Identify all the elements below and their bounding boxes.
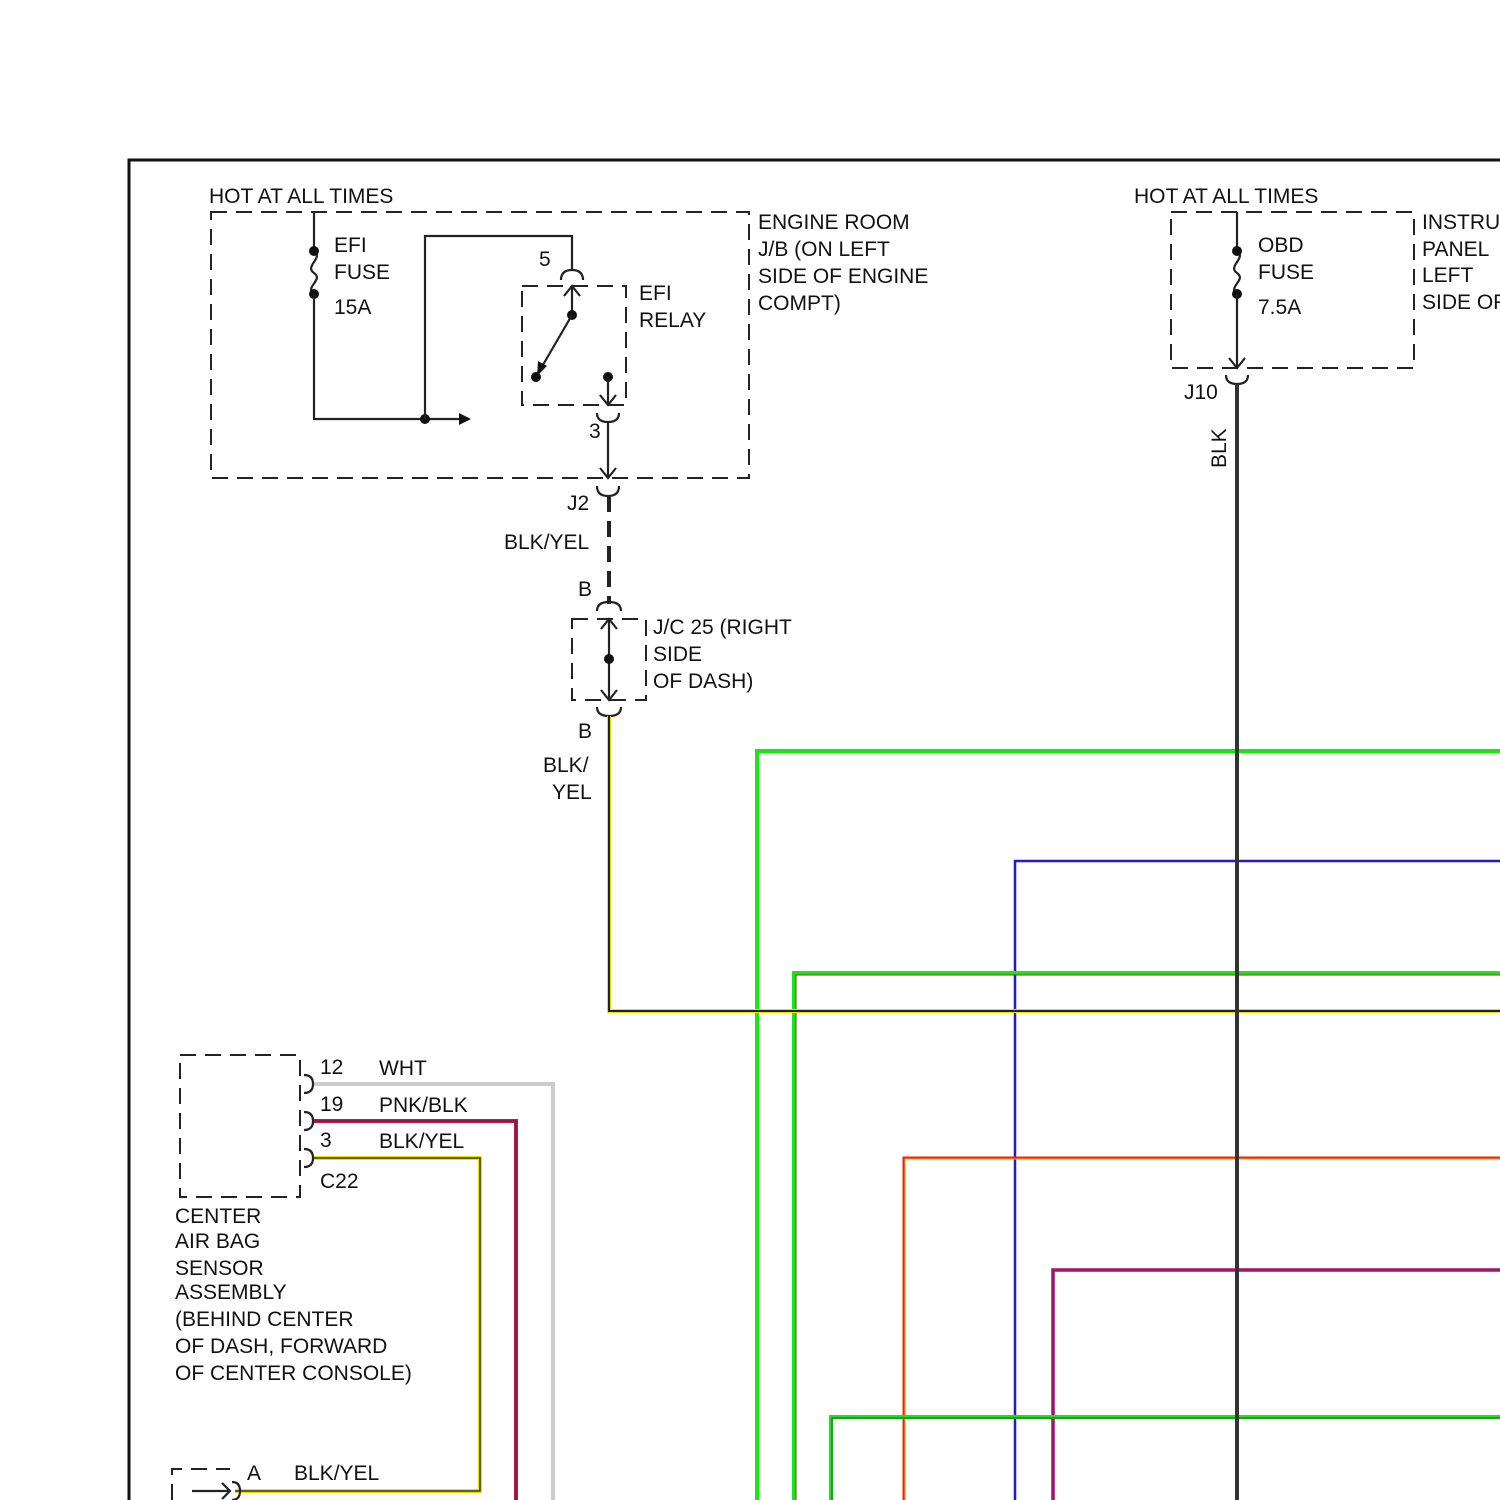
sensor-title-line-7: OF CENTER CONSOLE): [175, 1362, 412, 1385]
green-wire-1: [757, 751, 1500, 1500]
pin-19-wire-color: PNK/BLK: [379, 1094, 468, 1117]
purple-wire: [1053, 1270, 1500, 1500]
relay-out-arrow-icon: [600, 377, 616, 405]
efi-relay-label-line-1: EFI: [639, 282, 672, 305]
blk-yel-wire-tracer: [609, 716, 1500, 1011]
ip-title-line-4: SIDE OF: [1422, 291, 1500, 314]
blue-wire: [1015, 861, 1500, 1500]
efi-fuse-rating: 15A: [334, 296, 371, 319]
bottom-connector-pin: A: [247, 1462, 261, 1485]
jc-pin-out-label: B: [578, 720, 592, 743]
j2-terminal-icon: [597, 486, 619, 496]
efi-fuse-icon: [309, 212, 319, 299]
engine-room-title-line-2: J/B (ON LEFT: [758, 238, 890, 261]
harness-wires: [235, 384, 1500, 1500]
blk-yel-wire: [609, 716, 1500, 1011]
j2-wire-color-label: BLK/YEL: [504, 531, 589, 554]
j10-connector-label: J10: [1184, 381, 1218, 404]
bottom-connector: A BLK/YEL: [172, 1462, 379, 1500]
jc-title-line-1: J/C 25 (RIGHT: [653, 616, 792, 639]
sensor-title-line-4: ASSEMBLY: [175, 1281, 287, 1304]
junction-connector-25: B J/C 25 (RIGHT SIDE OF DASH) B: [572, 578, 792, 743]
instrument-panel-junction-block: HOT AT ALL TIMES INSTRU PANEL LEFT SIDE …: [1134, 185, 1500, 404]
pin-3-wire-color: BLK/YEL: [379, 1130, 464, 1153]
ip-title-line-2: PANEL: [1422, 238, 1489, 261]
obd-fuse-icon: [1229, 212, 1245, 368]
efi-fuse-label-line-1: EFI: [334, 234, 367, 257]
red-wire: [904, 1158, 1500, 1500]
engine-room-junction-block: HOT AT ALL TIMES ENGINE ROOM J/B (ON LEF…: [209, 185, 928, 515]
relay-pin-3: 3: [589, 420, 601, 443]
ip-title-line-1: INSTRU: [1422, 211, 1500, 234]
j10-terminal-icon: [1226, 375, 1248, 384]
green-wire-3-tracer: [832, 1418, 1500, 1500]
arrow-right-icon: [459, 413, 471, 425]
sensor-title-line-1: CENTER: [175, 1205, 261, 1228]
pin-12-terminal-icon: [304, 1075, 313, 1093]
j10-wire-color-label: BLK: [1208, 428, 1231, 468]
sensor-title-line-2: AIR BAG: [175, 1230, 260, 1253]
j2-connector-label: J2: [567, 492, 589, 515]
jc-out-wire-label-line-1: BLK/: [543, 754, 589, 777]
obd-fuse-label-line-1: OBD: [1258, 234, 1304, 257]
sensor-box-outline: [180, 1055, 300, 1197]
jc-out-wire-label-line-2: YEL: [552, 781, 592, 804]
c22-connector-label: C22: [320, 1170, 359, 1193]
pin-12-number: 12: [320, 1056, 343, 1079]
green-wire-2: [794, 973, 1500, 1500]
sensor-title-line-6: OF DASH, FORWARD: [175, 1335, 387, 1358]
jc-out-terminal-icon: [597, 707, 621, 716]
relay-switch-contact: [540, 315, 572, 370]
obd-fuse-rating: 7.5A: [1258, 296, 1301, 319]
pin-3-terminal-icon: [304, 1149, 313, 1167]
obd-fuse-label-line-2: FUSE: [1258, 261, 1314, 284]
engine-room-title-line-3: SIDE OF ENGINE: [758, 265, 928, 288]
jc-title-line-2: SIDE: [653, 643, 702, 666]
relay-pin-5: 5: [539, 248, 551, 271]
center-air-bag-sensor: 12 WHT 19 PNK/BLK 3 BLK/YEL C22 CENTER A…: [175, 1055, 468, 1385]
efi-fuse-label-line-2: FUSE: [334, 261, 390, 284]
pin-12-wire-color: WHT: [379, 1057, 427, 1080]
efi-relay-label-line-2: RELAY: [639, 309, 706, 332]
relay-pin-5-terminal-icon: [561, 270, 583, 280]
sensor-title-line-3: SENSOR: [175, 1257, 264, 1280]
engine-hot-label: HOT AT ALL TIMES: [209, 185, 393, 208]
diagram-frame: [129, 160, 1500, 1500]
green-wire-3: [831, 1417, 1500, 1500]
pin-19-terminal-icon: [304, 1112, 313, 1130]
pin-19-number: 19: [320, 1093, 343, 1116]
j2-feed-arrow-icon: [600, 422, 616, 478]
ip-hot-label: HOT AT ALL TIMES: [1134, 185, 1318, 208]
jc-pin-in-label: B: [578, 578, 592, 601]
ip-title-line-3: LEFT: [1422, 264, 1474, 287]
red-wire-tracer: [905, 1159, 1500, 1500]
pin-3-number: 3: [320, 1129, 332, 1152]
engine-room-box-outline: [211, 212, 749, 478]
bottom-connector-wire-color: BLK/YEL: [294, 1462, 379, 1485]
engine-room-title-line-1: ENGINE ROOM: [758, 211, 910, 234]
bottom-connector-arrow-icon: [192, 1483, 230, 1499]
sensor-title-line-5: (BEHIND CENTER: [175, 1308, 354, 1331]
bottom-connector-outline: [172, 1469, 230, 1500]
engine-room-title-line-4: COMPT): [758, 292, 841, 315]
efi-relay-box-outline: [522, 286, 626, 405]
green-wire-2-tracer: [796, 975, 1500, 1500]
jc-title-line-3: OF DASH): [653, 670, 753, 693]
